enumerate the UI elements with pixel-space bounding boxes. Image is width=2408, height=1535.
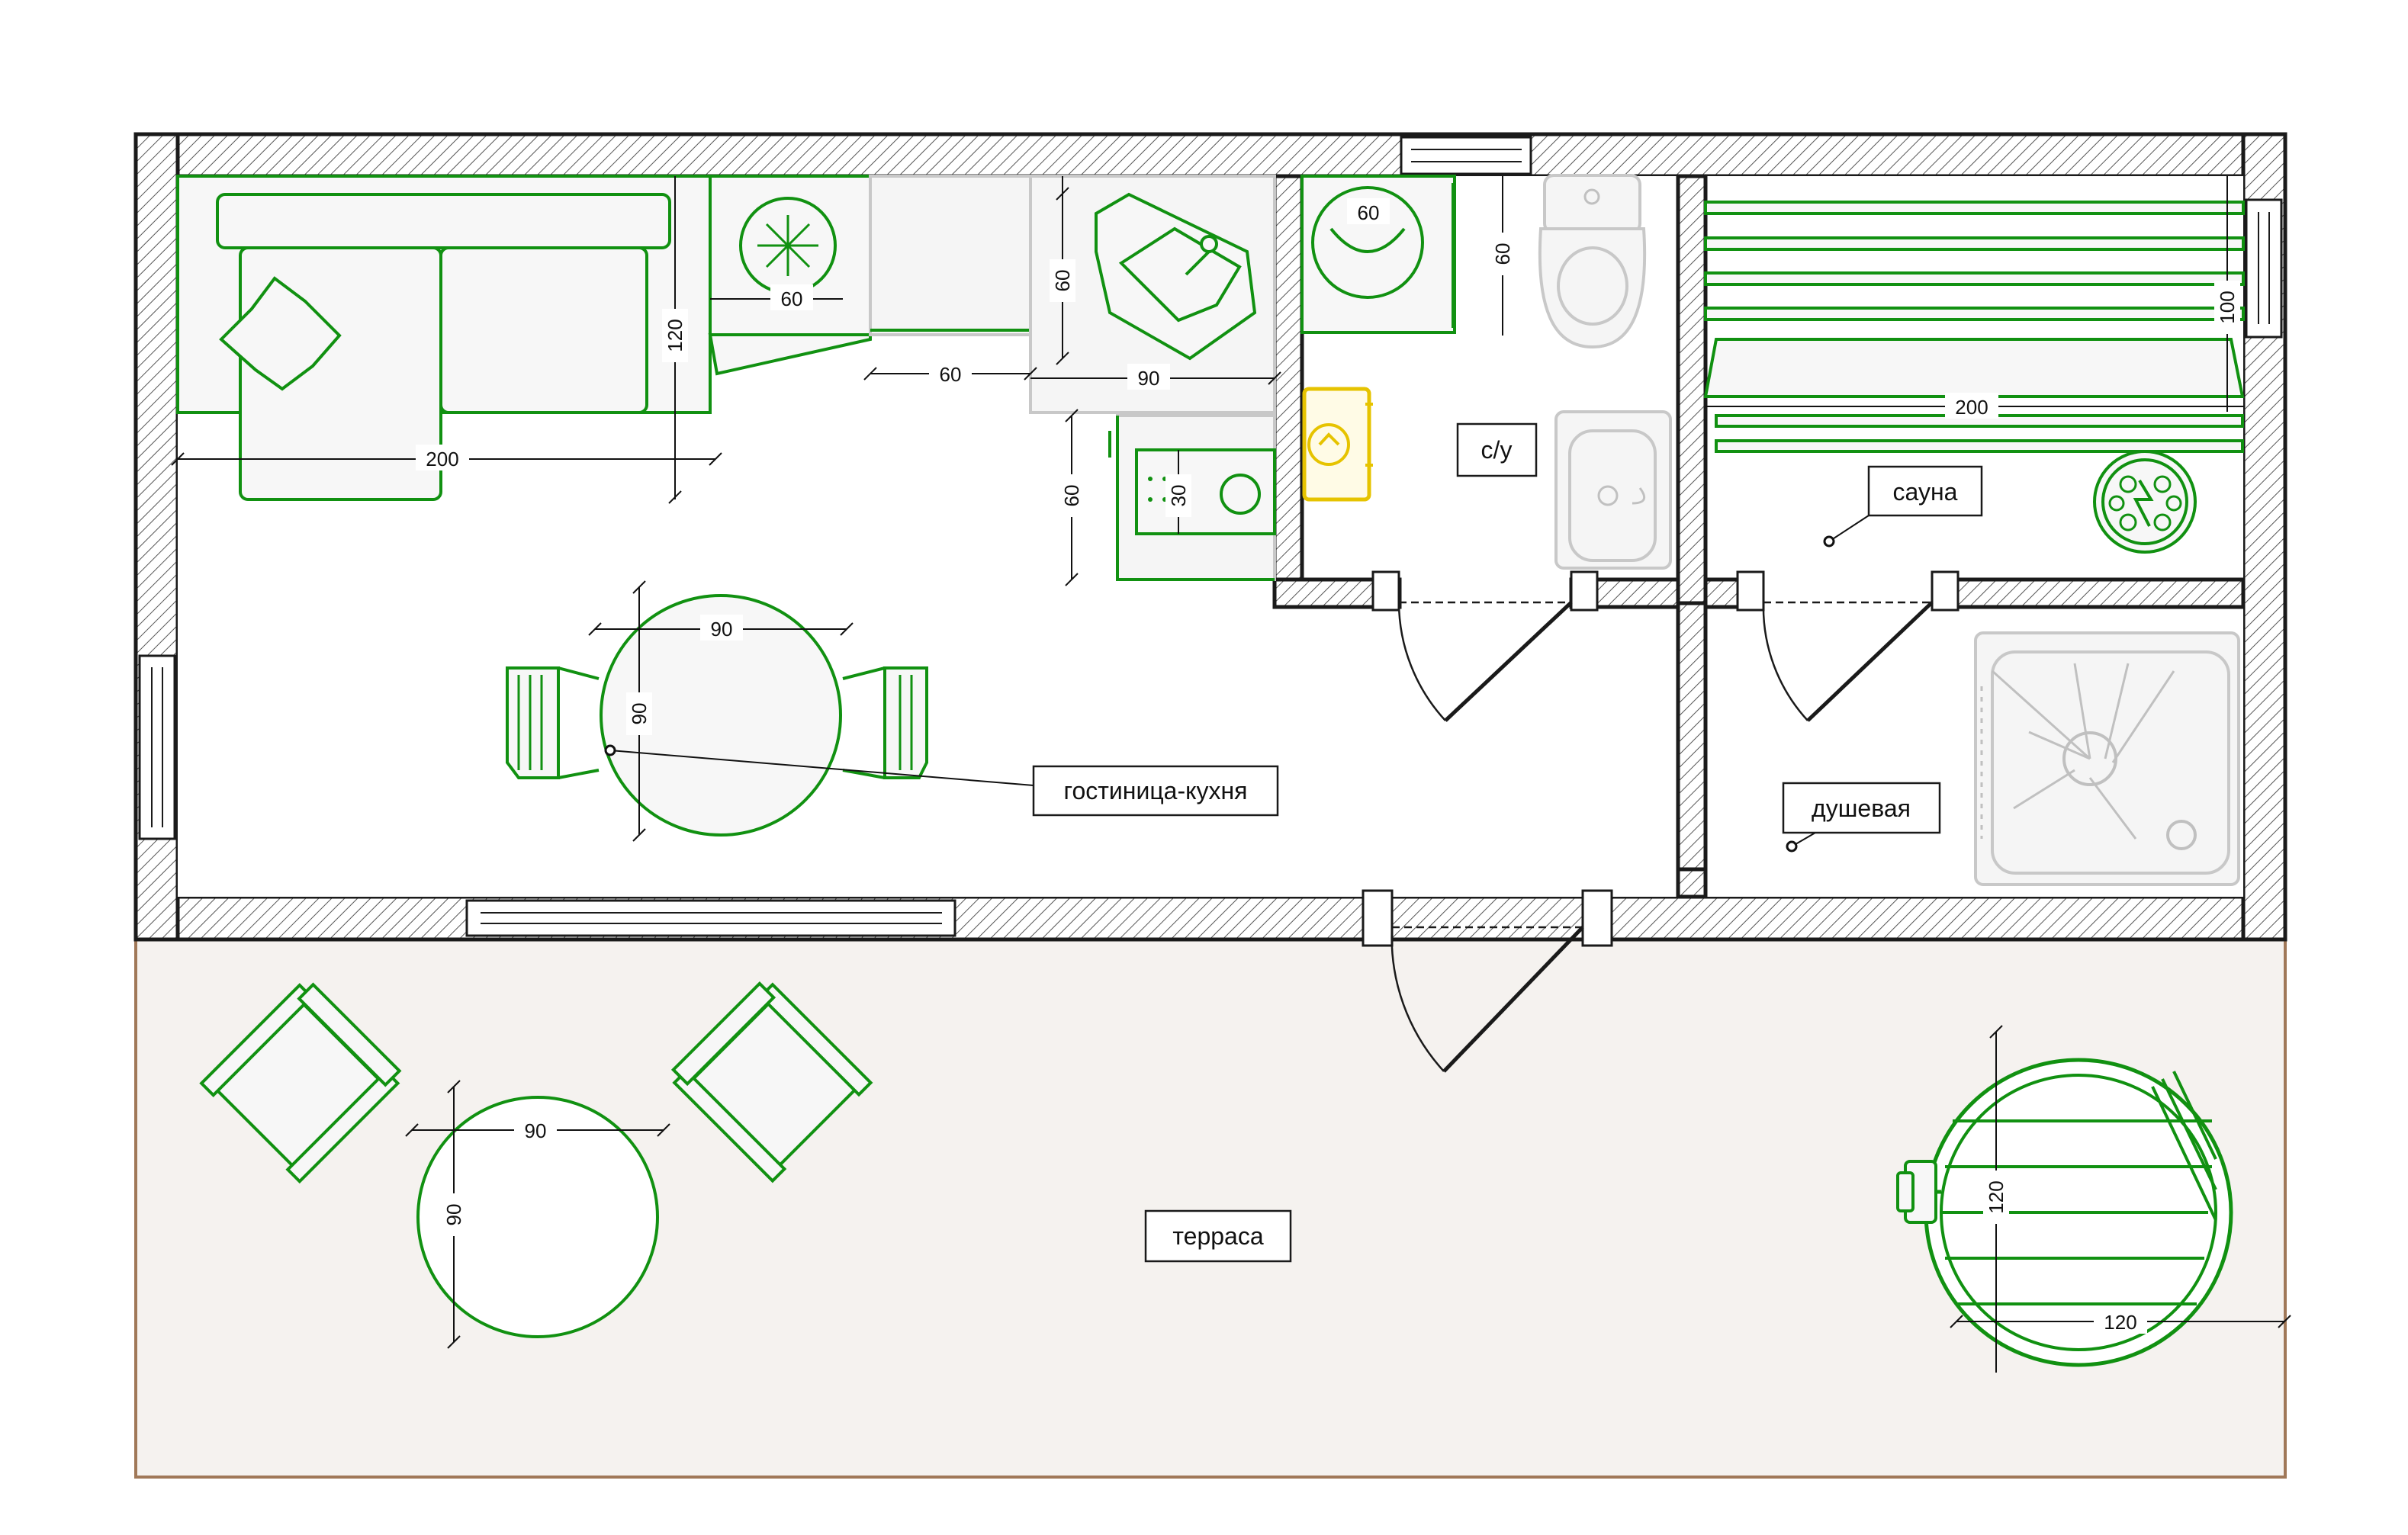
label-shower: душевая	[1812, 795, 1911, 822]
dim-washer-width: 60	[1358, 201, 1380, 224]
wc-sink	[1554, 410, 1672, 570]
room-labels: гостиница-кухня с/у сауна душевая террас…	[604, 422, 1983, 1263]
dimension-labels: 200 120 60 60 90 60 60 30 60 60 90 90 10…	[416, 198, 2240, 1334]
dim-table-width: 90	[711, 618, 733, 641]
dim-sofa-width: 200	[426, 448, 458, 470]
doors	[1362, 570, 1960, 1073]
dim-bench-depth: 100	[2216, 291, 2239, 323]
lightning-icon	[2093, 450, 2197, 554]
dim-stove-depth: 60	[1060, 485, 1083, 507]
dim-table-depth: 90	[628, 703, 651, 725]
dim-bench-width: 200	[1955, 396, 1988, 419]
hot-tub	[1896, 1058, 2233, 1367]
snowflake-icon	[757, 215, 818, 276]
dim-tub-width: 120	[2104, 1311, 2136, 1334]
label-terrace: терраса	[1172, 1222, 1263, 1250]
kitchen-counter	[869, 175, 1276, 416]
dining-table	[506, 594, 928, 837]
fridge	[708, 175, 872, 376]
boiler-icon	[1302, 387, 1373, 502]
label-wc: с/у	[1481, 436, 1513, 464]
dim-toilet-depth: 60	[1491, 243, 1514, 265]
terrace-chair-left	[199, 982, 402, 1184]
dim-fridge-width: 60	[781, 287, 803, 310]
sink-icon	[1118, 226, 1242, 323]
sofa	[176, 175, 712, 501]
toilet-icon	[1538, 174, 1647, 349]
dim-terrace-table-depth: 90	[442, 1204, 465, 1226]
windows	[138, 136, 2283, 937]
stove-cabinet	[1108, 414, 1276, 581]
dim-sofa-depth: 120	[664, 319, 686, 352]
sauna-bench	[1703, 201, 2245, 453]
shower-icon	[1974, 631, 2240, 886]
dim-tub-depth: 120	[1985, 1180, 2008, 1213]
label-sauna: сауна	[1893, 478, 1958, 506]
label-living-kitchen: гостиница-кухня	[1064, 777, 1248, 804]
dim-corner-len: 90	[1138, 367, 1160, 390]
terrace-chair-right	[670, 981, 873, 1183]
dim-counter-depth: 60	[1051, 270, 1074, 292]
dim-sink-dia: 30	[1167, 485, 1190, 507]
dim-terrace-table-width: 90	[525, 1119, 547, 1142]
dim-counter-len: 60	[940, 363, 962, 386]
terrace-table	[416, 1096, 659, 1338]
